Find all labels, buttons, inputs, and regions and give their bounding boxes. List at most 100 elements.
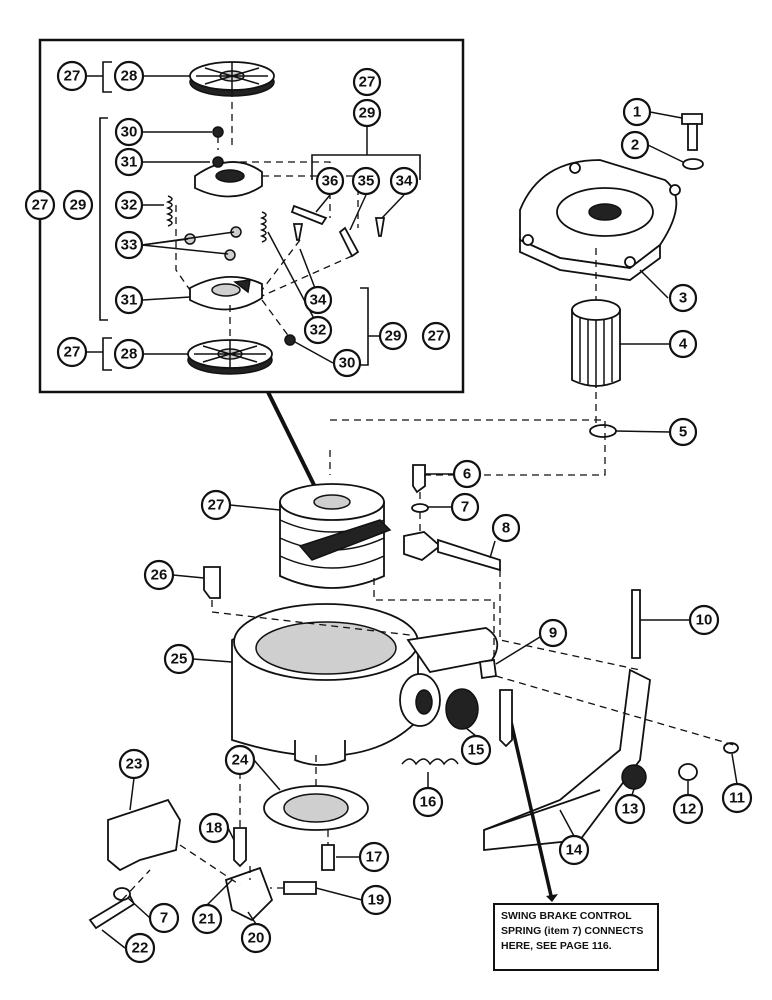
inset-callout-32-left: 32	[114, 190, 144, 220]
callout-23: 23	[118, 748, 150, 780]
svg-text:33: 33	[121, 237, 138, 254]
svg-text:2: 2	[631, 137, 639, 154]
svg-text:29: 29	[359, 105, 376, 122]
bracket-23	[107, 798, 181, 872]
arm-14	[483, 668, 651, 851]
svg-text:28: 28	[121, 68, 138, 85]
friction-disc-top	[189, 61, 275, 97]
bolt-22	[88, 894, 136, 930]
svg-text:10: 10	[696, 612, 713, 629]
inset-callout-35: 35	[351, 166, 381, 196]
ring-5	[589, 424, 617, 438]
svg-text:25: 25	[171, 651, 188, 668]
screw-6	[412, 464, 426, 494]
callout-26: 26	[143, 559, 175, 591]
callout-18: 18	[198, 812, 230, 844]
svg-text:8: 8	[502, 520, 510, 537]
brake-housing-25	[231, 603, 499, 766]
svg-text:16: 16	[420, 794, 437, 811]
svg-text:30: 30	[121, 124, 138, 141]
callout-25: 25	[163, 643, 195, 675]
note-line-2: SPRING (item 7) CONNECTS	[501, 925, 644, 937]
ball-lower	[284, 334, 296, 346]
svg-text:36: 36	[322, 173, 339, 190]
link-35	[338, 226, 360, 258]
svg-text:29: 29	[70, 197, 87, 214]
svg-text:20: 20	[248, 930, 265, 947]
svg-text:6: 6	[463, 466, 471, 483]
callout-13: 13	[614, 793, 646, 825]
svg-text:30: 30	[339, 355, 356, 372]
brake-pack-27	[279, 483, 392, 589]
inset-callout-29-right: 29	[378, 321, 408, 351]
svg-text:23: 23	[126, 756, 143, 773]
inset-callout-28-top: 28	[113, 60, 145, 92]
friction-disc-bottom	[187, 339, 273, 375]
svg-text:27: 27	[359, 74, 376, 91]
note-arrow	[504, 699, 554, 901]
inset-callout-28-bottom: 28	[113, 338, 145, 370]
lever-20	[224, 866, 274, 922]
svg-text:21: 21	[199, 911, 216, 928]
svg-text:26: 26	[151, 567, 168, 584]
inset-callout-31-lower: 31	[114, 285, 144, 315]
callout-19: 19	[360, 884, 392, 916]
callout-15: 15	[460, 734, 492, 766]
bolt-26	[203, 566, 221, 599]
svg-text:32: 32	[121, 197, 138, 214]
inset-callout-34-lower: 34	[303, 285, 333, 315]
svg-text:15: 15	[468, 742, 485, 759]
pin-34-lower	[292, 223, 304, 241]
cover-plate-3	[519, 159, 681, 281]
pressure-plate-lower	[189, 275, 263, 311]
svg-text:35: 35	[358, 173, 375, 190]
bolt-1	[681, 113, 703, 151]
spring-16	[401, 758, 459, 766]
svg-text:7: 7	[461, 499, 469, 516]
svg-text:7: 7	[160, 910, 168, 927]
svg-text:31: 31	[121, 154, 138, 171]
svg-text:3: 3	[679, 290, 687, 307]
ball-upper	[212, 126, 224, 138]
swing-brake-note: SWING BRAKE CONTROL SPRING (item 7) CONN…	[493, 903, 659, 971]
callout-4: 4	[668, 329, 698, 359]
callout-11: 11	[721, 782, 753, 814]
svg-text:27: 27	[64, 68, 81, 85]
svg-text:31: 31	[121, 292, 138, 309]
callout-10: 10	[688, 604, 720, 636]
callout-12: 12	[672, 793, 704, 825]
svg-text:12: 12	[680, 801, 697, 818]
inset-callout-29-left: 29	[62, 189, 94, 221]
callout-2: 2	[620, 130, 650, 160]
svg-text:27: 27	[64, 344, 81, 361]
callout-14: 14	[558, 834, 590, 866]
svg-text:17: 17	[366, 849, 383, 866]
svg-text:13: 13	[622, 801, 639, 818]
spring-left	[165, 195, 173, 227]
nut-12	[678, 763, 698, 781]
ball-33-c	[224, 249, 236, 261]
inset-callout-30-top: 30	[114, 117, 144, 147]
inset-callout-27-upper: 27	[352, 67, 382, 97]
svg-text:19: 19	[368, 892, 385, 909]
inset-callout-27-left: 27	[24, 189, 56, 221]
pin-34-upper	[374, 217, 386, 237]
pin-19	[283, 881, 317, 895]
bearing-15	[445, 688, 479, 730]
washer-7-upper	[411, 503, 429, 513]
svg-text:28: 28	[121, 346, 138, 363]
inset-callout-30-bottom: 30	[332, 348, 362, 378]
inset-callout-29-upper: 29	[352, 98, 382, 128]
svg-text:1: 1	[633, 104, 641, 121]
callout-21: 21	[191, 903, 223, 935]
callout-7-lower: 7	[148, 902, 180, 934]
pressure-plate-upper	[194, 156, 263, 198]
svg-text:5: 5	[679, 424, 687, 441]
gasket-24	[263, 785, 369, 831]
spring-right	[259, 211, 267, 243]
svg-text:34: 34	[396, 173, 413, 190]
callout-7-upper: 7	[450, 492, 480, 522]
svg-text:32: 32	[310, 322, 327, 339]
inset-callout-33: 33	[114, 230, 144, 260]
